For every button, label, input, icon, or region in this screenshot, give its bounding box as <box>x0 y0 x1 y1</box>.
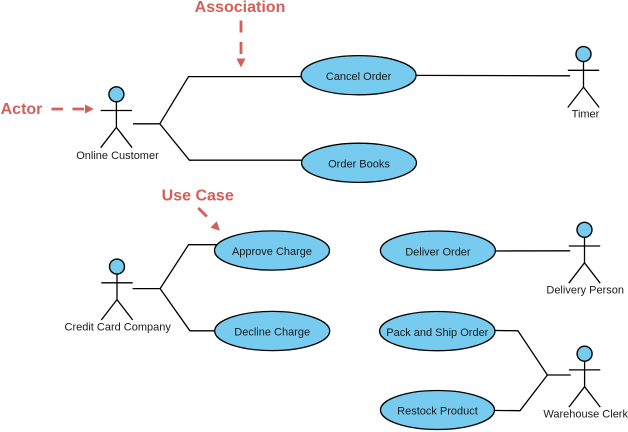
svg-text:Credit Card Company: Credit Card Company <box>65 321 172 333</box>
svg-text:Use Case: Use Case <box>162 187 234 204</box>
svg-text:Delivery Person: Delivery Person <box>546 285 624 297</box>
svg-text:Order Books: Order Books <box>328 159 390 171</box>
svg-text:Restock Product: Restock Product <box>397 406 478 418</box>
svg-text:Warehouse Clerk: Warehouse Clerk <box>543 408 628 420</box>
svg-text:Approve Charge: Approve Charge <box>232 246 312 258</box>
svg-text:Timer: Timer <box>572 109 600 121</box>
svg-text:Association: Association <box>195 0 286 16</box>
svg-text:Deliver Order: Deliver Order <box>405 246 471 258</box>
svg-text:Online Customer: Online Customer <box>76 150 159 162</box>
svg-text:Decline Charge: Decline Charge <box>234 327 310 339</box>
svg-text:Pack and Ship Order: Pack and Ship Order <box>386 327 488 339</box>
svg-text:Cancel Order: Cancel Order <box>326 71 392 83</box>
svg-text:Actor: Actor <box>1 101 43 118</box>
